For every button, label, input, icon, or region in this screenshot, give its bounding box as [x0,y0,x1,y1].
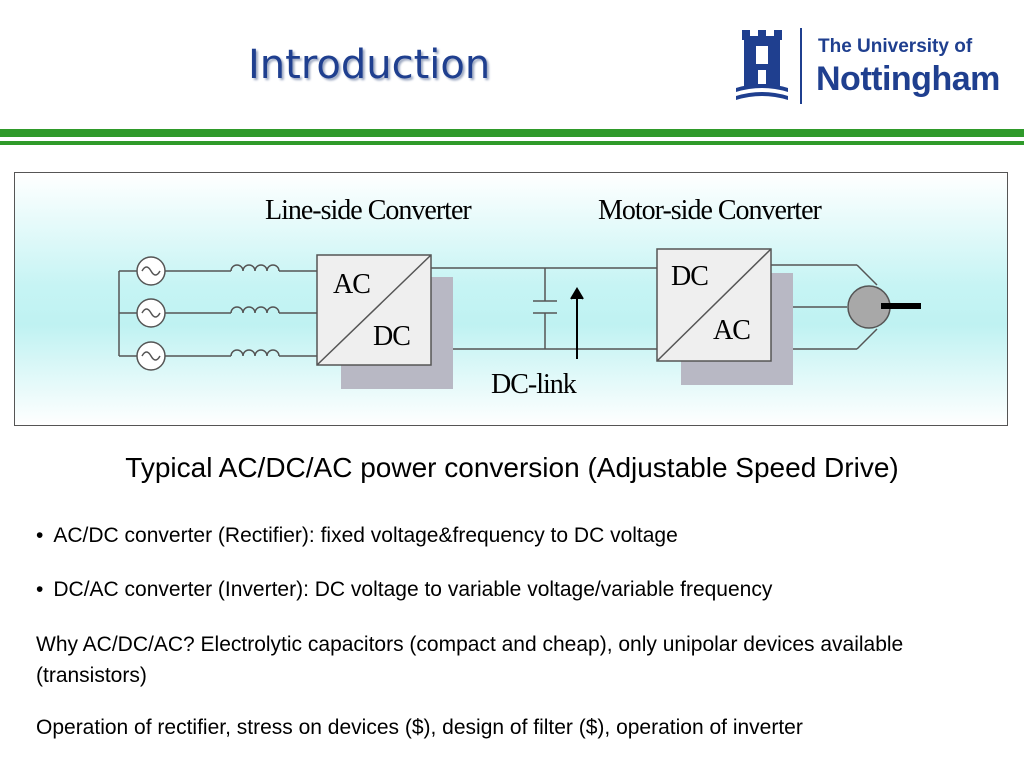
bullet-text: AC/DC converter (Rectifier): fixed volta… [53,524,678,547]
paragraph-operation: Operation of rectifier, stress on device… [36,716,803,739]
motor-shaft [881,303,921,309]
inverter-input-label: DC [671,261,709,292]
slide-title: Introduction [248,42,491,88]
bullet-item-inverter: • DC/AC converter (Inverter): DC voltage … [36,578,772,602]
rectifier-output-label: DC [373,321,411,352]
dc-link-arrow-icon [570,287,584,359]
converter-diagram: Line-side Converter Motor-side Converter… [14,172,1008,426]
logo-line2: Nottingham [816,60,1000,98]
ac-source-1 [136,256,166,286]
rectifier-input-label: AC [333,269,371,300]
bullet-dot: • [36,524,44,547]
inverter-output-label: AC [713,315,751,346]
university-logo: The University of Nottingham [730,26,1000,108]
ac-source-2 [136,298,166,328]
line-side-converter-label: Line-side Converter [265,195,472,226]
bullet-dot: • [36,578,44,601]
dc-link-label: DC-link [491,369,577,400]
paragraph-why-acdcac: Why AC/DC/AC? Electrolytic capacitors (c… [36,633,904,687]
accent-bar-top [0,129,1024,137]
bullet-item-rectifier: • AC/DC converter (Rectifier): fixed volt… [36,524,678,548]
motor-side-converter-label: Motor-side Converter [598,195,822,226]
circuit-schematic [118,248,921,389]
logo-divider [800,28,802,104]
logo-line1: The University of [818,36,973,57]
diagram-caption: Typical AC/DC/AC power conversion (Adjus… [125,452,899,483]
bullet-text: DC/AC converter (Inverter): DC voltage t… [53,578,773,601]
accent-bar-bottom [0,141,1024,145]
castle-crest-icon [736,30,788,100]
ac-source-3 [136,341,166,371]
